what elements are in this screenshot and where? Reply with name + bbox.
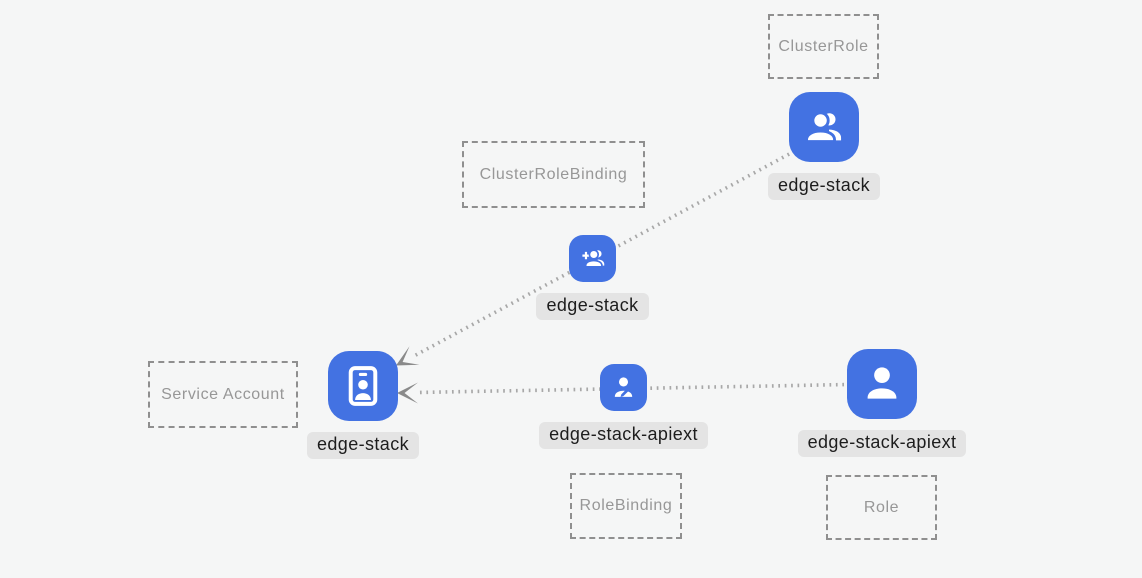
node-label: edge-stack-apiext — [539, 422, 708, 449]
type-box-label: Service Account — [161, 385, 285, 403]
node-label: edge-stack — [306, 432, 420, 459]
type-box-label: ClusterRole — [778, 37, 869, 55]
arrowhead — [397, 382, 418, 404]
type-box-cluster-role: ClusterRole — [768, 14, 879, 79]
person-edit-icon[interactable] — [600, 364, 647, 411]
node-label: edge-stack — [767, 173, 881, 200]
person-add-icon[interactable] — [569, 235, 616, 282]
type-box-cluster-role-binding: ClusterRoleBinding — [462, 141, 645, 208]
type-box-role: Role — [826, 475, 937, 540]
node-label: edge-stack-apiext — [797, 430, 967, 457]
id-badge-icon[interactable] — [328, 351, 398, 421]
person-icon[interactable] — [847, 349, 917, 419]
node-cluster-role-binding[interactable]: edge-stack — [536, 235, 649, 320]
type-box-role-binding: RoleBinding — [570, 473, 682, 539]
node-role-binding[interactable]: edge-stack-apiext — [539, 364, 708, 449]
people-icon[interactable] — [789, 92, 859, 162]
arrowhead — [396, 346, 420, 366]
node-label: edge-stack — [536, 293, 649, 320]
node-cluster-role[interactable]: edge-stack — [767, 92, 881, 200]
node-service-account[interactable]: edge-stack — [306, 351, 420, 459]
type-box-label: Role — [863, 498, 900, 516]
type-box-service-account: Service Account — [148, 361, 298, 428]
node-role[interactable]: edge-stack-apiext — [797, 349, 967, 457]
type-box-label: ClusterRoleBinding — [479, 165, 628, 183]
type-box-label: RoleBinding — [579, 497, 673, 514]
